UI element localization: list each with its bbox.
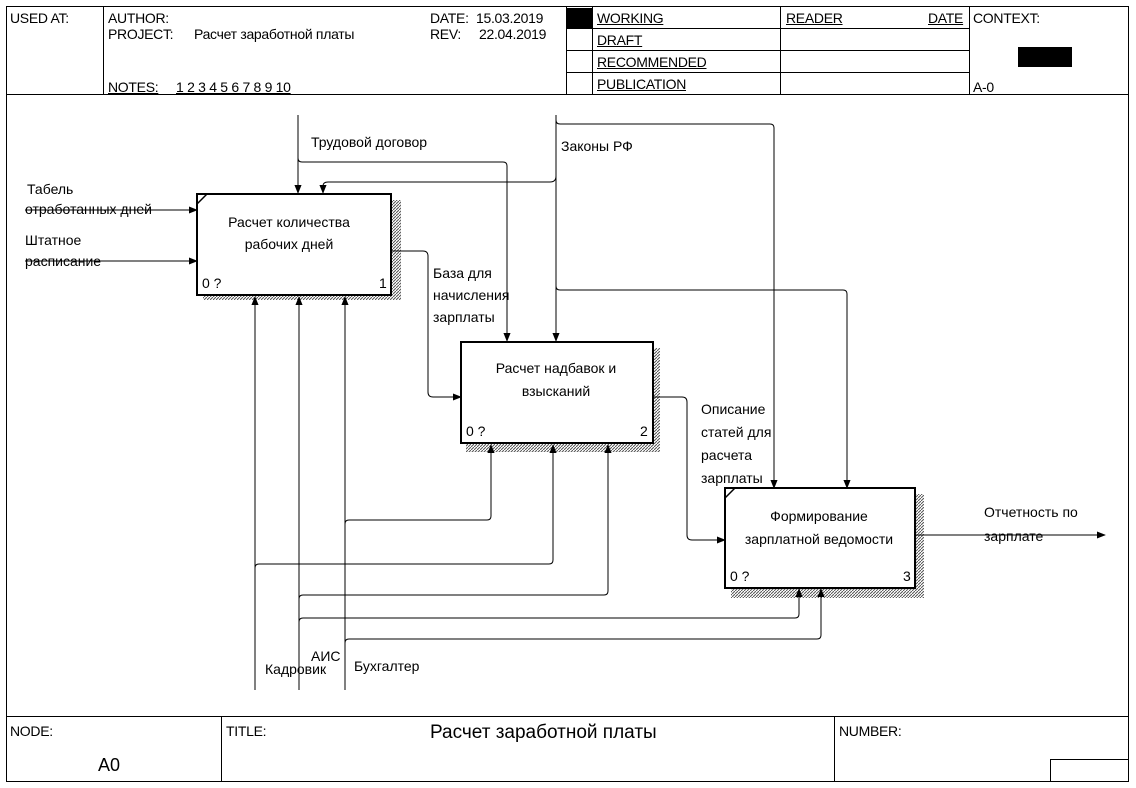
context-thumbnail bbox=[1018, 47, 1072, 67]
status-publication: PUBLICATION bbox=[597, 76, 687, 92]
rev-value: 22.04.2019 bbox=[479, 26, 547, 42]
label-shtat-2: расписание bbox=[25, 253, 101, 269]
box-1-title-line1: Расчет количества bbox=[228, 214, 350, 230]
arrow-laws-1 bbox=[319, 175, 557, 194]
label-base-1: База для bbox=[433, 265, 492, 281]
label-report-1: Отчетность по bbox=[984, 504, 1078, 520]
context-label: CONTEXT: bbox=[973, 10, 1040, 26]
idef0-frame bbox=[6, 6, 1129, 782]
diagram-title: Расчет заработной платы bbox=[430, 722, 657, 743]
footer-divider bbox=[221, 716, 222, 782]
project-value: Расчет заработной платы bbox=[194, 26, 355, 42]
header-divider bbox=[566, 50, 969, 51]
status-recommended: RECOMMENDED bbox=[597, 54, 707, 70]
label-base-2: начисления bbox=[433, 287, 509, 303]
header-divider bbox=[566, 72, 969, 73]
reader-date-label: DATE bbox=[928, 10, 964, 26]
date-label: DATE: bbox=[430, 10, 469, 26]
activity-box-1[interactable]: Расчет количества рабочих дней 0 ? 1 bbox=[196, 193, 392, 296]
footer-top-border bbox=[6, 716, 1129, 717]
label-contract: Трудовой договор bbox=[311, 134, 427, 150]
arrow-buh-3 bbox=[344, 588, 825, 644]
header-bottom-border bbox=[6, 94, 1129, 95]
arrow-ais-2 bbox=[298, 444, 612, 600]
label-desc-2: статей для bbox=[701, 424, 771, 440]
notes-value: 1 2 3 4 5 6 7 8 9 10 bbox=[176, 79, 291, 95]
node-label: NODE: bbox=[10, 723, 53, 739]
rev-label: REV: bbox=[430, 26, 461, 42]
label-base-3: зарплаты bbox=[433, 309, 495, 325]
label-shtat-1: Штатное bbox=[25, 232, 81, 248]
label-report-2: зарплате bbox=[984, 528, 1043, 544]
node-value: A0 bbox=[98, 755, 121, 775]
box-2-title-line2: взысканий bbox=[522, 383, 590, 399]
author-label: AUTHOR: bbox=[108, 10, 169, 26]
box-1-number: 1 bbox=[379, 275, 387, 291]
arrow-laws-4 bbox=[555, 285, 851, 489]
label-tabel-2: отработанных дней bbox=[25, 201, 152, 217]
box-2-number: 2 bbox=[640, 423, 648, 439]
label-ais: АИС bbox=[311, 648, 341, 664]
status-working: WORKING bbox=[597, 10, 664, 26]
header-divider bbox=[103, 6, 104, 94]
reader-label: READER bbox=[786, 10, 843, 26]
box-3-cost: 0 ? bbox=[730, 568, 750, 584]
box-1-cost: 0 ? bbox=[202, 275, 222, 291]
box-3-title-line1: Формирование bbox=[770, 508, 868, 524]
arrow-buh-2 bbox=[344, 444, 495, 525]
arrow-contract-2 bbox=[297, 157, 511, 342]
label-laws: Законы РФ bbox=[561, 138, 633, 154]
activity-box-2[interactable]: Расчет надбавок и взысканий 0 ? 2 bbox=[460, 341, 654, 444]
activity-box-3[interactable]: Формирование зарплатной ведомости 0 ? 3 bbox=[724, 487, 916, 589]
label-buh: Бухгалтер bbox=[354, 658, 420, 674]
box-1-title-line2: рабочих дней bbox=[245, 236, 334, 252]
footer-divider bbox=[834, 716, 835, 782]
label-kadrovik: Кадровик bbox=[265, 661, 327, 677]
header-divider bbox=[566, 28, 969, 29]
notes-label: NOTES: bbox=[108, 79, 159, 95]
arrow-laws-3 bbox=[555, 119, 778, 489]
box-2-title-line1: Расчет надбавок и bbox=[496, 360, 617, 376]
label-desc-1: Описание bbox=[701, 401, 766, 417]
label-tabel-1: Табель bbox=[27, 181, 73, 197]
footer-divider bbox=[1050, 759, 1129, 760]
label-desc-4: зарплаты bbox=[701, 470, 763, 486]
footer-divider bbox=[1050, 759, 1051, 782]
date-value: 15.03.2019 bbox=[476, 10, 544, 26]
box-3-number: 3 bbox=[903, 568, 911, 584]
header-divider bbox=[969, 6, 970, 94]
arrow-desc bbox=[653, 396, 726, 544]
used-at-label: USED AT: bbox=[10, 10, 69, 26]
number-label: NUMBER: bbox=[839, 723, 902, 739]
arrow-kadrovik-2 bbox=[254, 444, 557, 569]
status-draft: DRAFT bbox=[597, 32, 643, 48]
title-label: TITLE: bbox=[226, 723, 267, 739]
box-2-cost: 0 ? bbox=[466, 423, 486, 439]
box-3-title-line2: зарплатной ведомости bbox=[745, 531, 893, 547]
working-marker bbox=[566, 8, 592, 28]
label-desc-3: расчета bbox=[701, 447, 752, 463]
project-label: PROJECT: bbox=[108, 26, 174, 42]
context-node: A-0 bbox=[973, 79, 994, 95]
arrow-ais-3 bbox=[298, 588, 803, 623]
arrow-base bbox=[390, 250, 462, 401]
